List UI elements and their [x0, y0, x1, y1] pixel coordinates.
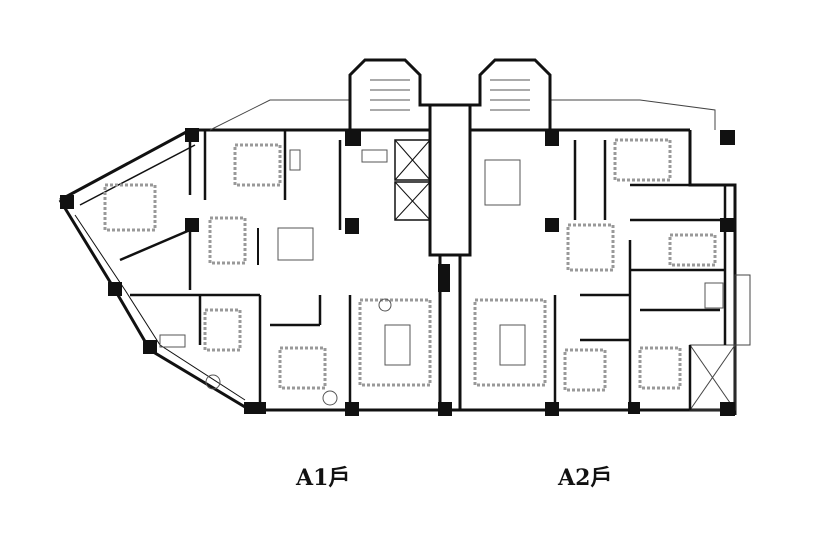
- interior-walls: [119, 130, 727, 410]
- pillars: [60, 128, 735, 416]
- core: [394, 103, 472, 410]
- exterior-walls: [58, 128, 737, 415]
- fixtures: [159, 149, 724, 406]
- furniture: [103, 138, 717, 392]
- unit-label-a2: A2戶: [558, 465, 613, 491]
- unit-label-a1: A1戶: [296, 465, 351, 491]
- stair-towers: [348, 58, 552, 132]
